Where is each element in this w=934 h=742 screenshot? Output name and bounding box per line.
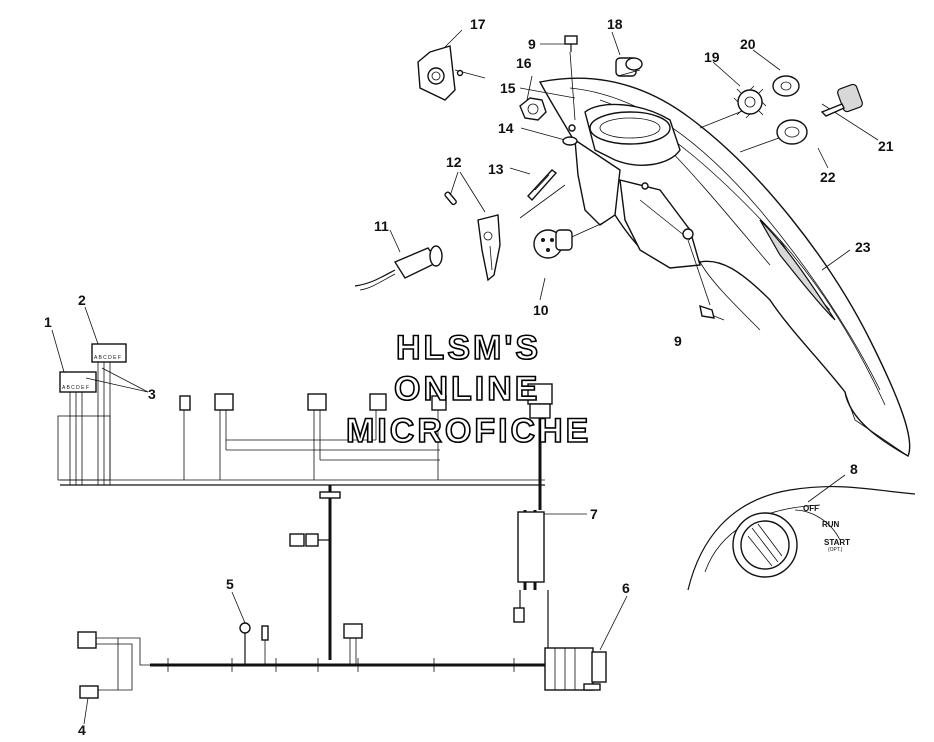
leader-lines-upper — [389, 29, 879, 306]
callout-11: 11 — [374, 218, 389, 234]
watermark-line-3: MICROFICHE — [346, 412, 591, 450]
callout-9-bottom: 9 — [674, 333, 682, 349]
wiring-harness — [51, 306, 628, 725]
connector-part-1 — [59, 371, 97, 393]
callout-10: 10 — [533, 302, 549, 318]
switch-opt-label: (OPT.) — [828, 547, 843, 553]
screw-part-9-top — [564, 35, 578, 52]
strip-part-13 — [527, 169, 558, 202]
callout-5: 5 — [226, 576, 234, 592]
callout-19: 19 — [704, 49, 720, 65]
sender-part-11 — [354, 245, 443, 291]
callout-17: 17 — [470, 16, 486, 32]
switch-off-label: OFF — [803, 504, 819, 513]
key-part-21 — [820, 83, 863, 117]
callout-12: 12 — [446, 154, 462, 170]
callout-18: 18 — [607, 16, 623, 32]
callout-4: 4 — [78, 722, 86, 738]
callout-6: 6 — [622, 580, 630, 596]
dash-panel-part-23 — [538, 77, 911, 457]
nut-part-20 — [772, 75, 800, 97]
callout-labels: 17 9 18 16 15 20 19 14 21 13 12 22 11 23… — [44, 16, 894, 738]
callout-23: 23 — [855, 239, 871, 255]
callout-14: 14 — [498, 120, 514, 136]
switch-start-label: START — [824, 538, 850, 547]
nut-part-16 — [519, 97, 547, 121]
callout-20: 20 — [740, 36, 756, 52]
callout-8: 8 — [850, 461, 858, 477]
callout-7: 7 — [590, 506, 598, 522]
watermark: HLSM'S ONLINE MICROFICHE — [345, 328, 591, 451]
callout-1: 1 — [44, 314, 52, 330]
bracket-part-17 — [417, 45, 486, 101]
gear-part-19 — [733, 85, 767, 119]
washer-part-14 — [562, 136, 578, 146]
knob-part-12 — [444, 191, 501, 282]
callout-13: 13 — [488, 161, 504, 177]
ignition-switch-inset: OFF RUN START (OPT.) — [687, 474, 916, 591]
watermark-line-1: HLSM'S — [396, 329, 541, 367]
callout-2: 2 — [78, 292, 86, 308]
ring-part-22 — [776, 119, 808, 145]
callout-9-top: 9 — [528, 36, 536, 52]
watermark-line-2: ONLINE — [394, 370, 540, 408]
bulb-part-18 — [615, 57, 643, 77]
callout-21: 21 — [878, 138, 894, 154]
callout-22: 22 — [820, 169, 836, 185]
callout-15: 15 — [500, 80, 516, 96]
switch-run-label: RUN — [822, 520, 840, 529]
callout-3: 3 — [148, 386, 156, 402]
connector-pins-1: A B C D E F — [62, 385, 89, 391]
callout-16: 16 — [516, 55, 532, 71]
connector-part-2 — [91, 343, 127, 363]
connector-pins-2: A B C D E F — [94, 355, 121, 361]
ignition-switch-part-10 — [533, 229, 573, 259]
bolt-part-9-bottom — [699, 304, 725, 321]
